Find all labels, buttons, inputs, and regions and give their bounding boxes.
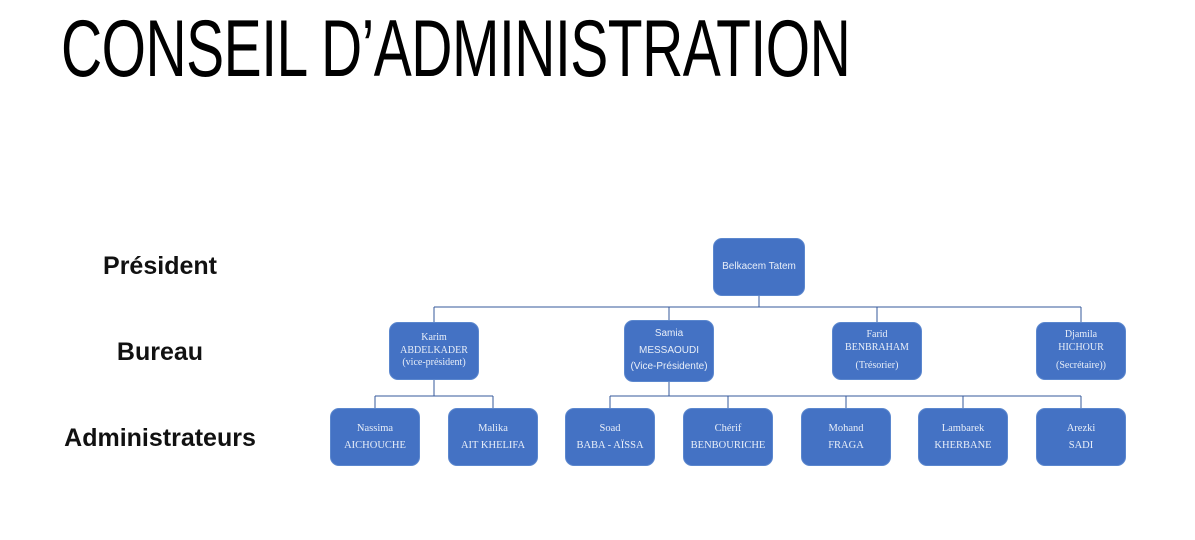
org-node-admin-baba-aissa: Soad BABA - AÏSSA (565, 408, 655, 466)
org-node-admin-ait-khelifa: Malika AIT KHELIFA (448, 408, 538, 466)
person-first-name: Nassima (356, 423, 394, 434)
org-node-admin-aichouche: Nassima AICHOUCHE (330, 408, 420, 466)
person-last-name: AICHOUCHE (344, 440, 406, 451)
person-role: (Vice-Présidente) (630, 361, 708, 373)
org-node-admin-kherbane: Lambarek KHERBANE (918, 408, 1008, 466)
person-first-name: Soad (599, 423, 621, 434)
org-node-bureau-hichour: Djamila HICHOUR (Secrétaire)) (1036, 322, 1126, 380)
person-last-name: SADI (1068, 440, 1094, 451)
person-role: (vice-président) (402, 357, 466, 369)
org-node-admin-sadi: Arezki SADI (1036, 408, 1126, 466)
person-last-name: AIT KHELIFA (460, 440, 526, 451)
org-node-admin-fraga: Mohand FRAGA (801, 408, 891, 466)
person-last-name: BENBRAHAM (845, 341, 909, 353)
person-last-name: KHERBANE (934, 440, 992, 451)
row-label-bureau: Bureau (116, 338, 204, 366)
person-first-name: Lambarek (941, 423, 985, 434)
person-first-name: Malika (478, 423, 508, 434)
person-role: (Secrétaire)) (1056, 360, 1106, 372)
person-last-name: MESSAOUDI (638, 344, 699, 356)
row-label-administrateurs: Administrateurs (64, 424, 256, 452)
person-last-name: HICHOUR (1058, 341, 1104, 353)
person-last-name: BABA - AÏSSA (576, 440, 644, 451)
org-node-admin-benbouriche: Chérif BENBOURICHE (683, 408, 773, 466)
person-first-name: Chérif (714, 423, 742, 434)
org-node-bureau-messaoudi: Samia MESSAOUDI (Vice-Présidente) (624, 320, 714, 382)
person-name: Belkacem Tatem (722, 260, 796, 272)
person-first-name: Djamila (1064, 329, 1098, 341)
row-label-president: Président (103, 252, 217, 280)
person-last-name: ABDELKADER (400, 344, 468, 356)
org-node-bureau-benbraham: Farid BENBRAHAM (Trésorier) (832, 322, 922, 380)
person-first-name: Farid (866, 329, 888, 341)
person-last-name: BENBOURICHE (690, 440, 766, 451)
org-node-bureau-abdelkader: Karim ABDELKADER (vice-président) (389, 322, 479, 380)
org-node-president: Belkacem Tatem (713, 238, 805, 296)
person-first-name: Samia (654, 328, 684, 340)
person-role: (Trésorier) (855, 360, 899, 372)
page-title: CONSEIL D’ADMINISTRATION (61, 3, 851, 95)
person-first-name: Mohand (828, 423, 864, 434)
person-first-name: Arezki (1066, 423, 1096, 434)
person-last-name: FRAGA (828, 440, 864, 451)
person-first-name: Karim (421, 332, 447, 344)
